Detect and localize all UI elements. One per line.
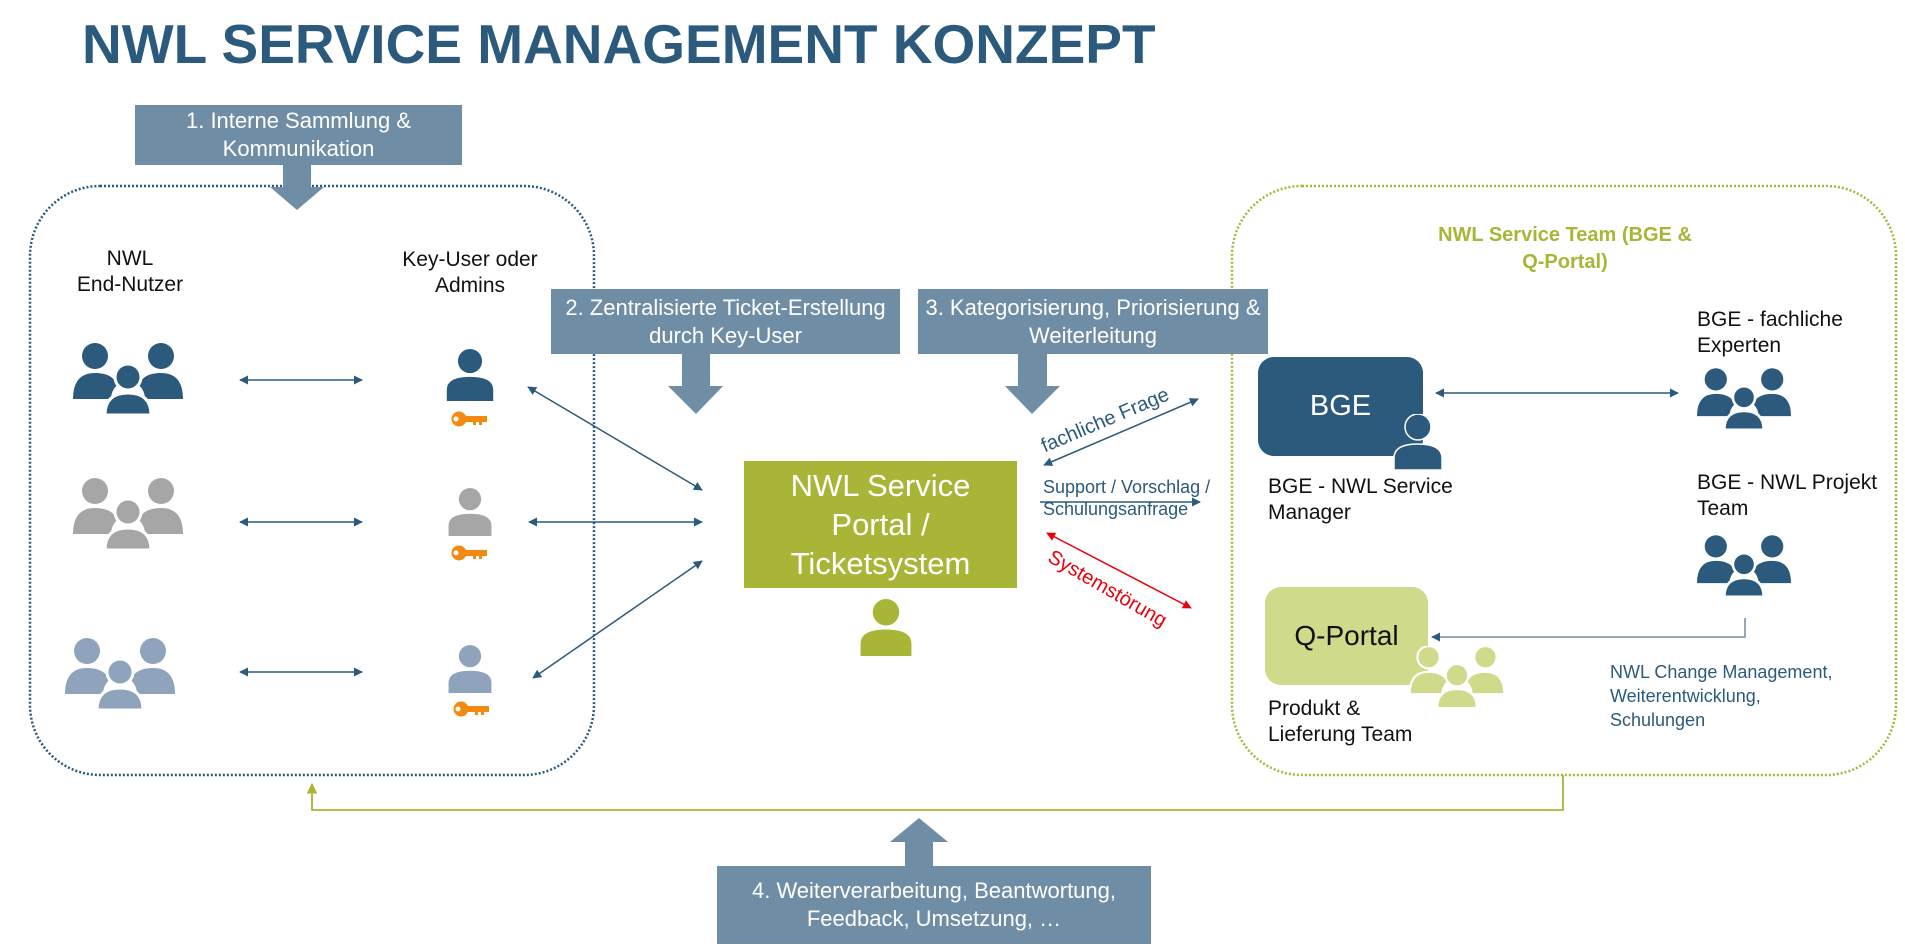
project-team-label-line1: BGE - NWL Projekt bbox=[1697, 471, 1878, 494]
key-users-label-line1: Key-User oder bbox=[402, 248, 538, 271]
key-icon-2 bbox=[451, 545, 487, 561]
end-user-group-icon-1 bbox=[73, 343, 183, 415]
step-1-box: 1. Interne Sammlung & Kommunikation bbox=[135, 105, 462, 165]
bge-manager-label: BGE - NWL Service Manager bbox=[1268, 474, 1453, 526]
bge-box: BGE bbox=[1258, 357, 1423, 456]
keyuser-portal-arrow-3 bbox=[532, 560, 703, 679]
change-management-label: NWL Change Management, Weiterentwicklung… bbox=[1610, 660, 1832, 732]
end-users-label: NWL End-Nutzer bbox=[60, 246, 200, 298]
key-user-icon-3 bbox=[448, 645, 492, 693]
key-users-label: Key-User oder Admins bbox=[385, 247, 555, 299]
support-label: Support / Vorschlag / Schulungsanfrage bbox=[1043, 476, 1210, 520]
bge-manager-icon bbox=[1393, 414, 1443, 470]
experts-label-line2: Experten bbox=[1697, 334, 1782, 357]
end-user-group-icon-3 bbox=[65, 638, 175, 710]
portal-line3: Ticketsystem bbox=[790, 546, 971, 581]
project-team-group-icon bbox=[1697, 535, 1791, 597]
step2-down-arrow bbox=[668, 354, 723, 414]
bge-manager-label-line1: BGE - NWL Service bbox=[1268, 475, 1453, 498]
end-users-label-line1: NWL bbox=[106, 247, 154, 270]
experts-label-line1: BGE - fachliche bbox=[1697, 308, 1843, 331]
qportal-box: Q-Portal bbox=[1265, 587, 1428, 685]
portal-agent-icon bbox=[860, 599, 912, 656]
experts-label: BGE - fachliche Experten bbox=[1697, 307, 1843, 359]
key-icon-1 bbox=[451, 411, 487, 427]
internal-group-container bbox=[28, 184, 596, 777]
step3-down-arrow bbox=[1005, 354, 1060, 414]
step-4-box: 4. Weiterverarbeitung, Beantwortung, Fee… bbox=[717, 866, 1151, 944]
change-management-line2: Weiterentwicklung, bbox=[1610, 686, 1761, 706]
service-team-title: NWL Service Team (BGE & Q-Portal) bbox=[1400, 222, 1730, 276]
portal-line2: Portal / bbox=[831, 507, 930, 542]
service-team-title-line1: NWL Service Team (BGE & bbox=[1438, 224, 1692, 246]
qportal-team-label: Produkt & Lieferung Team bbox=[1268, 696, 1412, 748]
service-team-title-line2: Q-Portal) bbox=[1522, 251, 1608, 273]
step-3-box: 3. Kategorisierung, Priorisierung & Weit… bbox=[918, 289, 1268, 354]
fachliche-frage-arrow bbox=[1043, 398, 1199, 466]
feedback-loop-arrow bbox=[306, 775, 1564, 811]
portal-line1: NWL Service bbox=[790, 468, 971, 503]
key-user-icon-1 bbox=[446, 349, 494, 401]
change-management-line3: Schulungen bbox=[1610, 710, 1706, 730]
step-2-box: 2. Zentralisierte Ticket-Erstellung durc… bbox=[551, 289, 900, 354]
support-label-line2: Schulungsanfrage bbox=[1043, 499, 1189, 519]
project-team-label: BGE - NWL Projekt Team bbox=[1697, 470, 1877, 522]
key-users-label-line2: Admins bbox=[434, 274, 506, 297]
page-title: NWL SERVICE MANAGEMENT KONZEPT bbox=[82, 13, 1156, 75]
step1-down-arrow bbox=[270, 163, 324, 210]
project-team-label-line2: Team bbox=[1697, 497, 1749, 520]
support-label-line1: Support / Vorschlag / bbox=[1043, 477, 1211, 497]
qportal-team-label-line1: Produkt & bbox=[1268, 697, 1361, 720]
experts-group-icon bbox=[1697, 368, 1791, 430]
keyuser-portal-arrow-1 bbox=[527, 386, 703, 491]
change-management-line1: NWL Change Management, bbox=[1610, 662, 1833, 682]
key-user-icon-2 bbox=[448, 488, 492, 536]
step4-up-arrow bbox=[890, 818, 948, 867]
key-icon-3 bbox=[453, 701, 489, 717]
projectteam-qportal-arrow bbox=[1431, 618, 1746, 642]
systemstoerung-arrow bbox=[1046, 532, 1192, 609]
qportal-team-group-icon bbox=[1409, 646, 1505, 708]
service-portal-box: NWL Service Portal / Ticketsystem bbox=[744, 461, 1017, 588]
qportal-team-label-line2: Lieferung Team bbox=[1268, 723, 1413, 746]
service-team-container bbox=[1230, 184, 1898, 777]
end-users-label-line2: End-Nutzer bbox=[76, 273, 184, 296]
bge-manager-label-line2: Manager bbox=[1268, 501, 1351, 524]
end-user-group-icon-2 bbox=[73, 478, 183, 550]
